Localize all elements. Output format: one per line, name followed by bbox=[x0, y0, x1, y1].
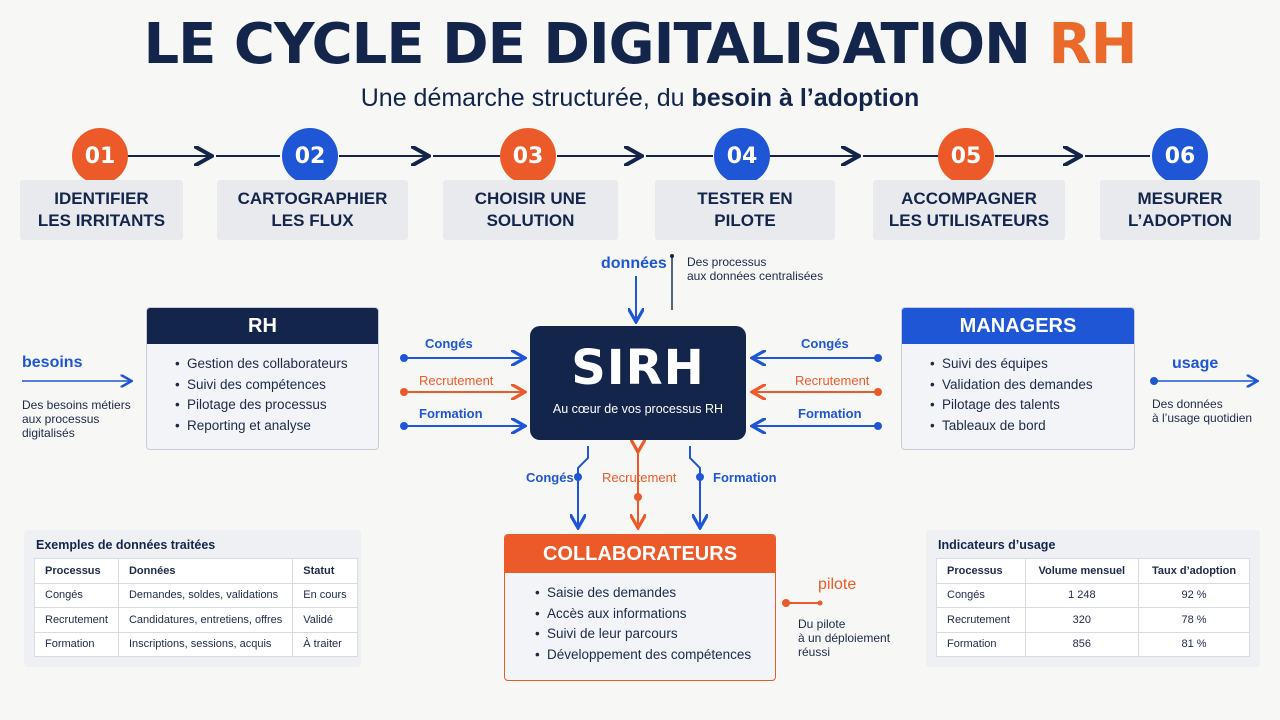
usage-table: Processus Volume mensuel Taux d’adoption… bbox=[936, 558, 1250, 657]
collaborateurs-card-list: Saisie des demandes Accès aux informatio… bbox=[505, 573, 775, 665]
step-number-5: 05 bbox=[938, 128, 994, 184]
table-cell: Demandes, soldes, validations bbox=[117, 582, 294, 608]
title-main: LE CYCLE DE DIGITALISATION bbox=[143, 12, 1049, 77]
step-number-6: 06 bbox=[1152, 128, 1208, 184]
column-header: Taux d’adoption bbox=[1138, 558, 1250, 584]
table-cell: Formation bbox=[936, 631, 1026, 657]
flow-label-formation-right: Formation bbox=[798, 406, 862, 421]
table-cell: 1 248 bbox=[1024, 582, 1140, 608]
step-label-6: MESURER L’ADOPTION bbox=[1100, 180, 1260, 240]
step-label-4: TESTER EN PILOTE bbox=[655, 180, 835, 240]
table-row: Congés 1 248 92 % bbox=[936, 582, 1250, 608]
sirh-hub: SIRH Au cœur de vos processus RH bbox=[530, 326, 746, 440]
table-cell: Inscriptions, sessions, acquis bbox=[117, 631, 294, 657]
table-cell: 92 % bbox=[1138, 582, 1250, 608]
step-label-1: IDENTIFIER LES IRRITANTS bbox=[20, 180, 183, 240]
managers-card: MANAGERS Suivi des équipes Validation de… bbox=[901, 307, 1135, 450]
rh-card: RH Gestion des collaborateurs Suivi des … bbox=[146, 307, 379, 450]
besoins-text: Des besoins métiers aux processus digita… bbox=[22, 398, 131, 440]
subtitle-bold: besoin à l’adoption bbox=[691, 84, 920, 112]
column-header: Processus bbox=[936, 558, 1026, 584]
step-label-3: CHOISIR UNE SOLUTION bbox=[443, 180, 618, 240]
table-row: Recrutement Candidatures, entretiens, of… bbox=[34, 607, 358, 633]
step-number-3: 03 bbox=[500, 128, 556, 184]
step-label-2: CARTOGRAPHIER LES FLUX bbox=[217, 180, 408, 240]
flow-label-conges-right: Congés bbox=[801, 336, 849, 351]
usage-table-panel: Indicateurs d’usage Processus Volume men… bbox=[926, 530, 1260, 667]
usage-text: Des données à l’usage quotidien bbox=[1152, 397, 1253, 425]
collaborateurs-item: Accès aux informations bbox=[535, 604, 775, 625]
table-header-row: Processus Volume mensuel Taux d’adoption bbox=[936, 558, 1250, 584]
table-row: Recrutement 320 78 % bbox=[936, 607, 1250, 633]
donnees-text: Des processus aux données centralisées bbox=[687, 255, 824, 283]
managers-item: Suivi des équipes bbox=[930, 354, 1134, 375]
managers-card-title: MANAGERS bbox=[902, 308, 1134, 344]
pilote-text: Du pilote à un déploiement réussi bbox=[798, 617, 891, 659]
page-subtitle: Une démarche structurée, du besoin à l’a… bbox=[0, 84, 1280, 113]
table-row: Formation 856 81 % bbox=[936, 631, 1250, 657]
flow-label-formation-down: Formation bbox=[713, 470, 777, 485]
step-number-2: 02 bbox=[282, 128, 338, 184]
page-title: LE CYCLE DE DIGITALISATION RH bbox=[0, 12, 1280, 77]
managers-item: Validation des demandes bbox=[930, 375, 1134, 396]
pilote-heading: pilote bbox=[818, 576, 857, 593]
flow-label-recrutement-down: Recrutement bbox=[602, 470, 677, 485]
collaborateurs-item: Suivi de leur parcours bbox=[535, 624, 775, 645]
table-cell: 78 % bbox=[1138, 607, 1250, 633]
table-cell: Candidatures, entretiens, offres bbox=[117, 607, 294, 633]
subtitle-text: Une démarche structurée, du bbox=[360, 84, 692, 112]
column-header: Processus bbox=[34, 558, 119, 584]
sirh-subtitle: Au cœur de vos processus RH bbox=[552, 402, 724, 416]
rh-item: Pilotage des processus bbox=[175, 395, 378, 416]
examples-table-panel: Exemples de données traitées Processus D… bbox=[24, 530, 361, 667]
besoins-heading: besoins bbox=[22, 354, 83, 371]
table-cell: À traiter bbox=[292, 631, 358, 657]
table-cell: Formation bbox=[34, 631, 119, 657]
flow-label-formation-left: Formation bbox=[419, 406, 483, 421]
examples-table: Processus Données Statut Congés Demandes… bbox=[34, 558, 358, 657]
step-label-5: ACCOMPAGNER LES UTILISATEURS bbox=[873, 180, 1065, 240]
rh-item: Reporting et analyse bbox=[175, 416, 378, 437]
usage-table-title: Indicateurs d’usage bbox=[938, 538, 1056, 552]
sirh-title: SIRH bbox=[571, 340, 705, 396]
rh-item: Gestion des collaborateurs bbox=[175, 354, 378, 375]
managers-item: Pilotage des talents bbox=[930, 395, 1134, 416]
managers-card-list: Suivi des équipes Validation des demande… bbox=[902, 344, 1134, 436]
donnees-heading: données bbox=[601, 255, 667, 272]
table-cell: Validé bbox=[292, 607, 358, 633]
table-cell: 320 bbox=[1024, 607, 1140, 633]
collaborateurs-card-title: COLLABORATEURS bbox=[505, 535, 775, 573]
title-accent: RH bbox=[1048, 12, 1138, 77]
usage-heading: usage bbox=[1172, 355, 1219, 372]
column-header: Statut bbox=[292, 558, 358, 584]
table-row: Congés Demandes, soldes, validations En … bbox=[34, 582, 358, 608]
table-cell: Recrutement bbox=[936, 607, 1026, 633]
flow-label-conges-down: Congés bbox=[526, 470, 574, 485]
column-header: Volume mensuel bbox=[1024, 558, 1140, 584]
table-cell: 81 % bbox=[1138, 631, 1250, 657]
step-number-4: 04 bbox=[714, 128, 770, 184]
step-number-1: 01 bbox=[72, 128, 128, 184]
rh-card-list: Gestion des collaborateurs Suivi des com… bbox=[147, 344, 378, 436]
flow-label-recrutement-left: Recrutement bbox=[419, 373, 494, 388]
table-header-row: Processus Données Statut bbox=[34, 558, 358, 584]
flow-label-recrutement-right: Recrutement bbox=[795, 373, 870, 388]
collaborateurs-item: Développement des compétences bbox=[535, 645, 775, 666]
rh-card-title: RH bbox=[147, 308, 378, 344]
managers-item: Tableaux de bord bbox=[930, 416, 1134, 437]
table-cell: Recrutement bbox=[34, 607, 119, 633]
flow-label-conges-left: Congés bbox=[425, 336, 473, 351]
table-cell: En cours bbox=[292, 582, 358, 608]
collaborateurs-card: COLLABORATEURS Saisie des demandes Accès… bbox=[504, 534, 776, 681]
examples-table-title: Exemples de données traitées bbox=[36, 538, 216, 552]
column-header: Données bbox=[117, 558, 294, 584]
rh-item: Suivi des compétences bbox=[175, 375, 378, 396]
collaborateurs-item: Saisie des demandes bbox=[535, 583, 775, 604]
table-cell: 856 bbox=[1024, 631, 1140, 657]
table-cell: Congés bbox=[936, 582, 1026, 608]
table-cell: Congés bbox=[34, 582, 119, 608]
table-row: Formation Inscriptions, sessions, acquis… bbox=[34, 631, 358, 657]
